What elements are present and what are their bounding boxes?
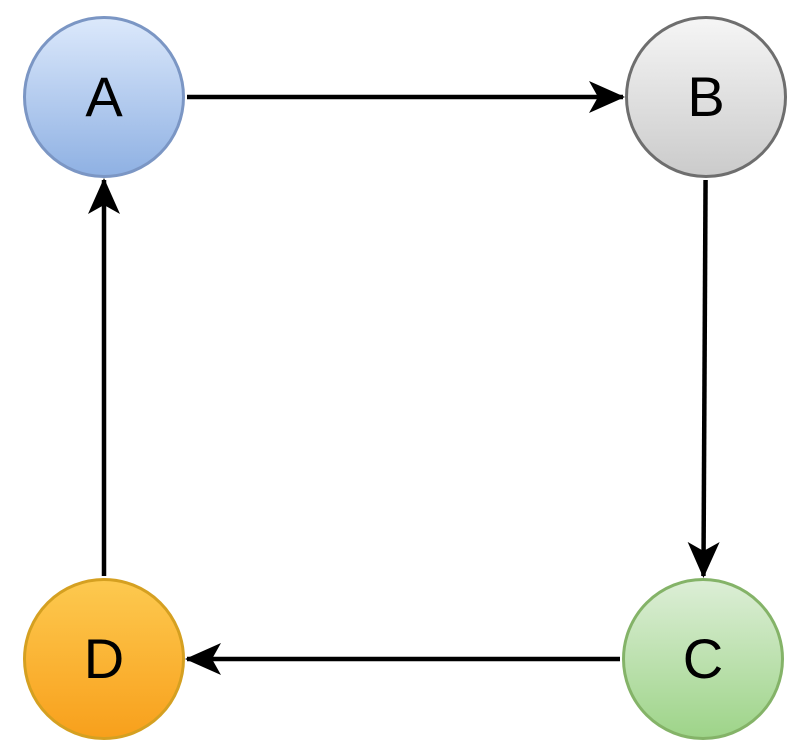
node-A: A xyxy=(23,16,185,178)
node-C: C xyxy=(622,578,784,740)
node-D: D xyxy=(23,578,185,740)
node-C-label: C xyxy=(682,627,724,690)
edge-B-C xyxy=(687,179,720,579)
node-B: B xyxy=(625,16,787,178)
node-A-label: A xyxy=(85,65,123,128)
node-D-label: D xyxy=(83,627,125,690)
node-B-label: B xyxy=(687,65,725,128)
